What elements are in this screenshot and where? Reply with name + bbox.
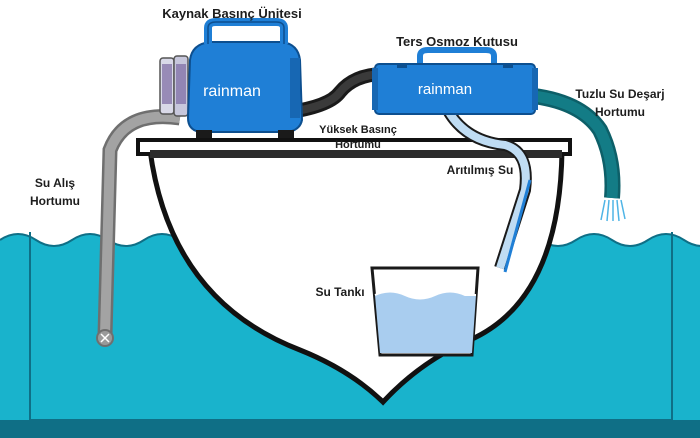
intake-hose (96, 109, 182, 347)
brine-discharge-hose (524, 87, 626, 222)
label-purified: Arıtılmış Su (447, 163, 514, 177)
purified-water-hose (434, 90, 532, 273)
label-intake-line2: Hortumu (30, 194, 80, 208)
water-spray-icon (600, 199, 626, 222)
label-intake-line1: Su Alış (35, 176, 76, 190)
label-ro-box: Ters Osmoz Kutusu (396, 34, 518, 49)
label-pressure-unit: Kaynak Basınç Ünitesi (162, 6, 301, 21)
label-hp-line2: Hortumu (335, 139, 381, 151)
label-hp-line1: Yüksek Basınç (319, 124, 397, 136)
label-brine-line2: Hortumu (595, 105, 645, 119)
high-pressure-hose (288, 67, 386, 119)
pressure-unit: rainman (159, 18, 304, 138)
water-tank (370, 266, 480, 357)
ro-box-logo: rainman (418, 81, 472, 98)
label-brine-line1: Tuzlu Su Deşarj (575, 87, 664, 101)
label-tank: Su Tankı (315, 285, 364, 299)
ro-box: rainman (372, 47, 538, 115)
pressure-unit-logo: rainman (203, 83, 261, 100)
